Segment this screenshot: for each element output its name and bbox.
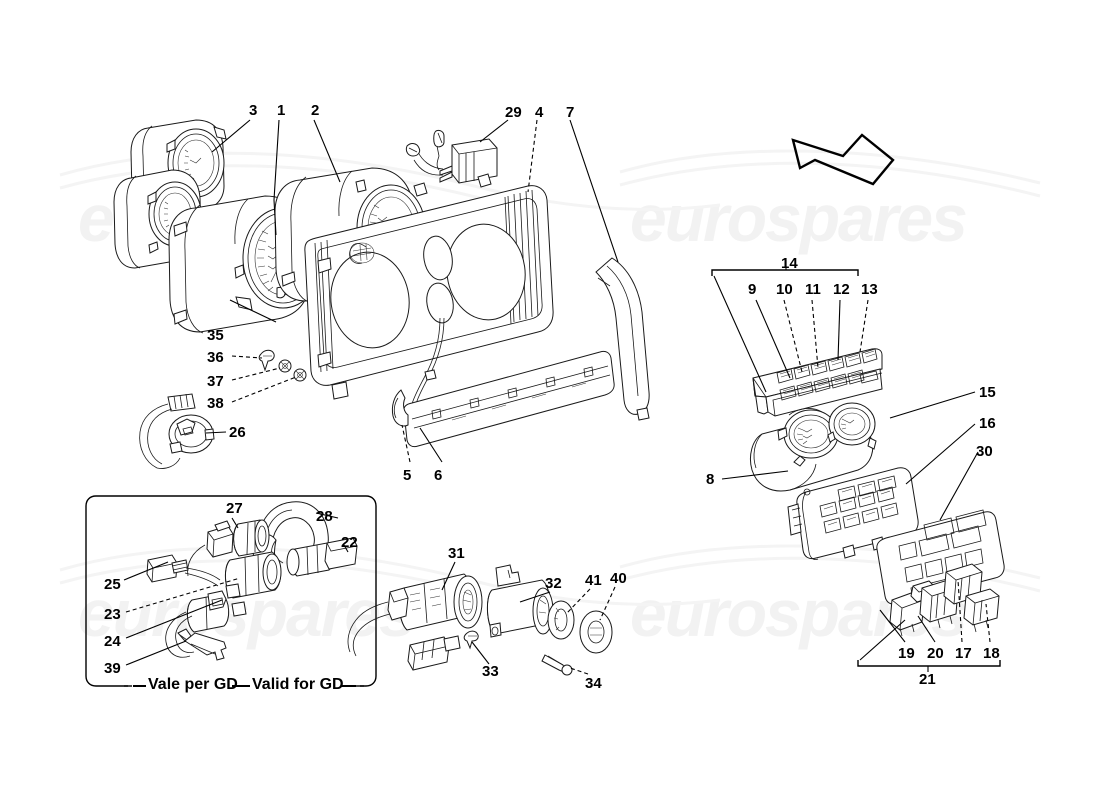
callout-26: 26 bbox=[229, 424, 246, 441]
callout-22: 22 bbox=[341, 534, 358, 551]
callout-28: 28 bbox=[316, 508, 333, 525]
callout-23: 23 bbox=[104, 606, 121, 623]
callout-31: 31 bbox=[448, 545, 465, 562]
callout-13: 13 bbox=[861, 281, 878, 298]
relay-block-group-21 bbox=[889, 563, 1000, 637]
part-38-nut bbox=[293, 368, 307, 382]
callout-20: 20 bbox=[927, 645, 944, 662]
callout-3: 3 bbox=[249, 102, 258, 119]
callout-4: 4 bbox=[535, 104, 544, 121]
callout-27: 27 bbox=[226, 500, 243, 517]
part-27-ignition-switch-body bbox=[187, 519, 270, 577]
part-4-instrument-bezel bbox=[304, 173, 554, 421]
watermark-right-top: eurospares bbox=[630, 181, 968, 255]
part-36-screw bbox=[258, 349, 275, 372]
part-26-column-switch bbox=[139, 393, 215, 469]
callout-7: 7 bbox=[566, 104, 575, 121]
callout-15: 15 bbox=[979, 384, 996, 401]
callout-39: 39 bbox=[104, 660, 121, 677]
callout-5: 5 bbox=[403, 467, 412, 484]
callout-16: 16 bbox=[979, 415, 996, 432]
part-22-switch-with-bezel bbox=[286, 537, 358, 577]
part-15-auxiliary-gauges bbox=[777, 402, 877, 467]
leader-lines bbox=[123, 119, 1001, 675]
callout-19: 19 bbox=[898, 645, 915, 662]
callout-29: 29 bbox=[505, 104, 522, 121]
callout-25: 25 bbox=[104, 576, 121, 593]
callout-21: 21 bbox=[919, 671, 936, 688]
part-7-side-trim bbox=[595, 257, 650, 421]
part-16-switch-panel bbox=[787, 467, 919, 560]
callout-14: 14 bbox=[781, 255, 798, 272]
gd-note-english: Valid for GD bbox=[252, 676, 344, 693]
callout-17: 17 bbox=[955, 645, 972, 662]
part-33-screw bbox=[463, 630, 479, 650]
part-25-connector bbox=[146, 554, 221, 587]
callout-34: 34 bbox=[585, 675, 602, 692]
callout-36: 36 bbox=[207, 349, 224, 366]
callout-33: 33 bbox=[482, 663, 499, 680]
part-41-washer bbox=[547, 600, 575, 640]
part-14-fuse-box bbox=[752, 348, 883, 417]
callout-30: 30 bbox=[976, 443, 993, 460]
part-3-secondary-cluster bbox=[113, 119, 227, 269]
part-5-end-cap bbox=[391, 389, 409, 427]
callout-11: 11 bbox=[805, 281, 821, 298]
callout-9: 9 bbox=[748, 281, 757, 298]
callout-18: 18 bbox=[983, 645, 1000, 662]
part-40-ring-nut bbox=[579, 610, 613, 654]
callout-24: 24 bbox=[104, 633, 121, 650]
part-31-ignition-lock bbox=[347, 573, 483, 671]
gd-note-italian: Vale per GD bbox=[148, 676, 238, 693]
part-34-screw bbox=[541, 654, 573, 676]
callout-6: 6 bbox=[434, 467, 443, 484]
callout-1: 1 bbox=[277, 102, 286, 119]
part-24-lock-cylinder bbox=[165, 590, 247, 658]
callout-40: 40 bbox=[610, 570, 627, 587]
callout-12: 12 bbox=[833, 281, 850, 298]
callout-41: 41 bbox=[585, 572, 602, 589]
callout-2: 2 bbox=[311, 102, 320, 119]
callout-37: 37 bbox=[207, 373, 224, 390]
callout-8: 8 bbox=[706, 471, 715, 488]
part-39-key bbox=[177, 628, 227, 661]
callout-35: 35 bbox=[207, 327, 224, 344]
part-37-washer bbox=[278, 359, 292, 373]
view-direction-arrow bbox=[791, 133, 895, 186]
callout-32: 32 bbox=[545, 575, 562, 592]
part-29-relay-assembly bbox=[405, 129, 498, 184]
part-23-switch-block bbox=[225, 551, 282, 599]
callout-38: 38 bbox=[207, 395, 224, 412]
part-32-lock-housing bbox=[487, 564, 554, 638]
callout-10: 10 bbox=[776, 281, 793, 298]
part-6-lower-trim-rail bbox=[403, 350, 615, 448]
